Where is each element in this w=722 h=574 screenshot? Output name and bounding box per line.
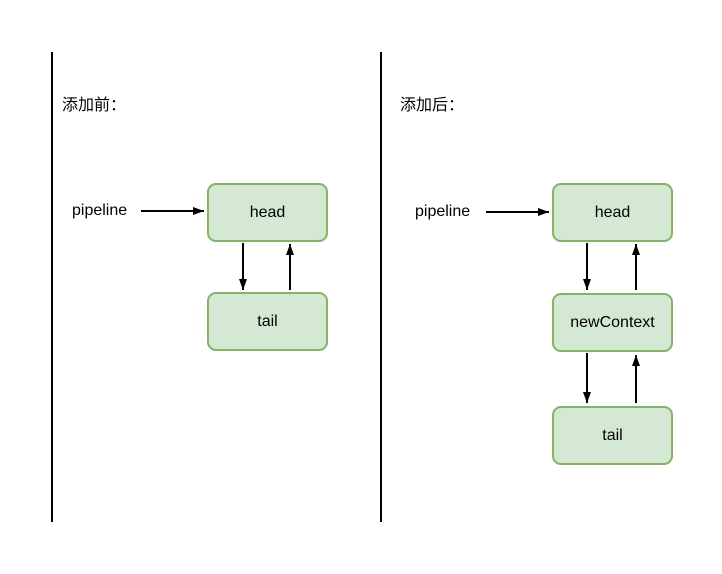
node-head-before: head <box>207 183 328 242</box>
pipeline-label-before: pipeline <box>72 202 128 219</box>
node-label: newContext <box>570 313 655 331</box>
node-tail-before: tail <box>207 292 328 351</box>
node-newcontext-after: newContext <box>552 293 673 352</box>
node-label: head <box>594 203 631 221</box>
separator-line-left <box>51 52 53 522</box>
node-tail-after: tail <box>552 406 673 465</box>
node-label: tail <box>257 312 278 330</box>
node-label: tail <box>602 426 623 444</box>
before-section-title: 添加前： <box>62 97 127 114</box>
node-head-after: head <box>552 183 673 242</box>
after-section-title: 添加后： <box>400 97 465 114</box>
pipeline-label-after: pipeline <box>415 203 471 220</box>
node-label: head <box>249 203 286 221</box>
separator-line-middle <box>380 52 382 522</box>
